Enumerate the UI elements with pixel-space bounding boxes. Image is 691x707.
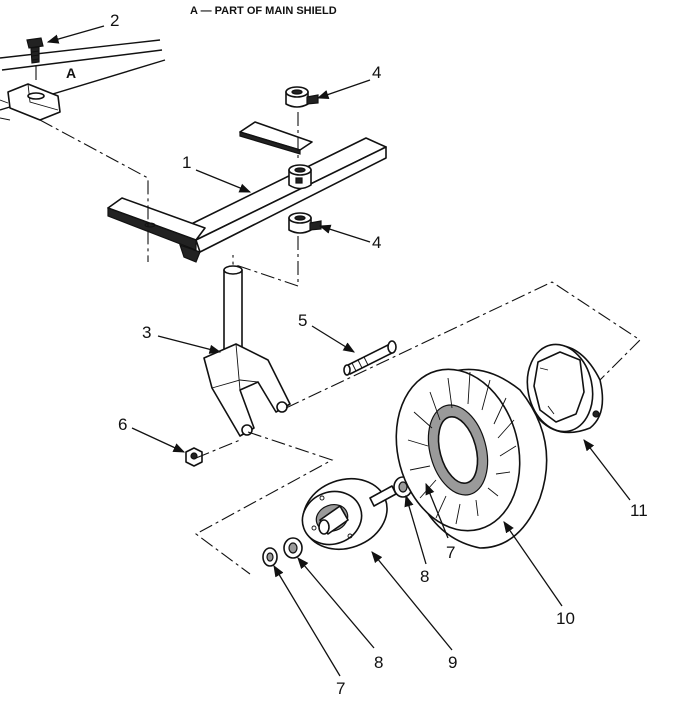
callout-10: 10 bbox=[556, 609, 575, 628]
rim-part-11 bbox=[526, 343, 604, 434]
set-collar-part-4-bottom bbox=[288, 212, 322, 234]
axle-pin-part-5 bbox=[343, 340, 397, 376]
callout-1: 1 bbox=[182, 153, 191, 172]
callout-7-left: 7 bbox=[336, 679, 345, 698]
tire-part-10 bbox=[395, 368, 548, 549]
nut-part-6 bbox=[185, 447, 203, 467]
shield-reference-label: A bbox=[66, 65, 76, 81]
washer-part-7-left bbox=[262, 547, 278, 567]
callout-3: 3 bbox=[142, 323, 151, 342]
callout-8-right: 8 bbox=[420, 567, 429, 586]
callout-leaders bbox=[46, 25, 631, 677]
bolt-part-2 bbox=[26, 37, 44, 64]
callout-8-left: 8 bbox=[374, 653, 383, 672]
figure-title: A — PART OF MAIN SHIELD bbox=[190, 5, 337, 17]
callout-5: 5 bbox=[298, 311, 307, 330]
main-shield-part: A bbox=[0, 39, 166, 121]
set-collar-part-4-top bbox=[285, 86, 319, 108]
callout-4-top: 4 bbox=[372, 63, 381, 82]
callout-2: 2 bbox=[110, 11, 119, 30]
bearing-part-8-left bbox=[283, 537, 303, 559]
callout-9: 9 bbox=[448, 653, 457, 672]
callout-7-right: 7 bbox=[446, 543, 455, 562]
callout-6: 6 bbox=[118, 415, 127, 434]
axle-bracket-part-1 bbox=[107, 121, 387, 263]
callout-labels: 2 4 1 4 5 3 6 7 8 10 11 7 8 9 bbox=[110, 11, 648, 698]
caster-fork-part-3 bbox=[203, 265, 291, 437]
wheel-hub-part-9 bbox=[301, 478, 397, 550]
callout-11: 11 bbox=[630, 501, 648, 520]
callout-4-bottom: 4 bbox=[372, 233, 381, 252]
phantom-alignment-lines bbox=[35, 66, 641, 575]
